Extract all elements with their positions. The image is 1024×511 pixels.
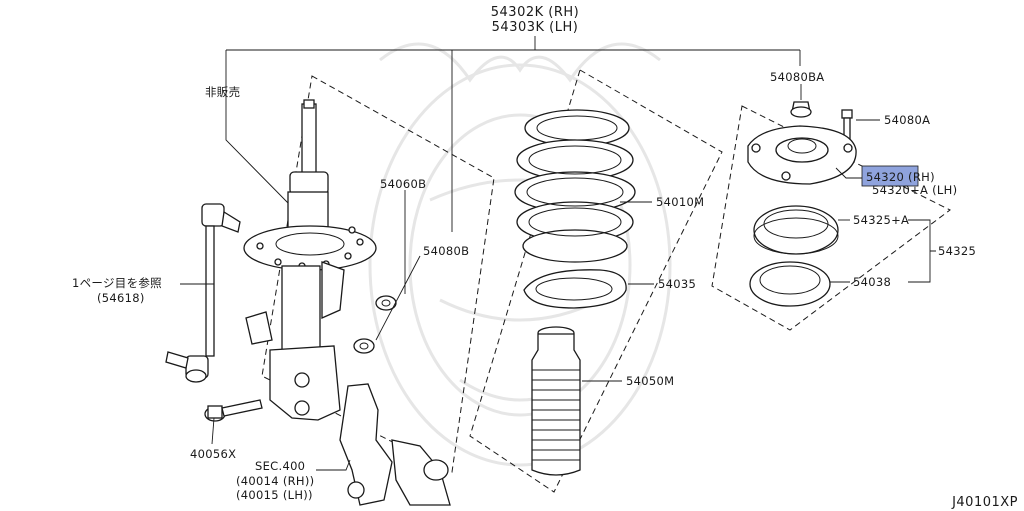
strut-assembly <box>243 99 377 421</box>
not-sold-label: 非販売 <box>205 85 240 99</box>
mount-nut-label: 54080BA <box>770 70 824 84</box>
leader-lines <box>180 84 936 471</box>
strut-lower-body <box>281 265 321 357</box>
stabilizer-link-ref-label: 1ページ目を参照 <box>72 276 162 290</box>
strut-mount <box>747 125 857 185</box>
coil-spring-label: 54010M <box>656 195 704 209</box>
strut-mount-lh-label: 54320+A (LH) <box>872 183 957 197</box>
mount-bearing <box>753 205 839 255</box>
mount-bolt-label: 54080A <box>884 113 930 127</box>
bearing-seat-label: 54038 <box>853 275 891 289</box>
section-ref-label: SEC.400 <box>255 459 305 473</box>
spring-group-outline <box>469 69 723 493</box>
section-ref-lh: (40015 (LH)) <box>236 488 313 502</box>
strut-assembly-label-lh: 54303K (LH) <box>492 20 579 35</box>
strut-group-outline <box>261 75 495 473</box>
stabilizer-nut-label: 54060B <box>380 177 426 191</box>
dust-cover <box>289 171 329 195</box>
bolt-40056x <box>204 399 263 422</box>
spring-seat-label: 54035 <box>658 277 696 291</box>
hose-bracket <box>245 311 273 345</box>
bearing-label: 54325+A <box>853 213 909 227</box>
strut-assembly-callout: 54302K (RH) 54303K (LH) <box>225 5 801 232</box>
bearing-seat <box>749 261 831 307</box>
strut-nut-label: 54080B <box>423 244 469 258</box>
stabilizer-bracket <box>321 261 345 320</box>
bearing-kit-label: 54325 <box>938 244 976 258</box>
stabilizer-link <box>165 203 241 383</box>
bound-bumper-boot <box>531 326 581 476</box>
not-sold-leader <box>225 112 291 206</box>
section-ref-rh: (40014 (RH)) <box>236 474 314 488</box>
steering-knuckle <box>339 383 451 506</box>
diagram-code: J40101XP <box>951 495 1018 510</box>
watermark-emblem <box>368 42 672 467</box>
mount-nut-54080ba <box>790 101 812 118</box>
spring-seat-insulator <box>523 269 627 309</box>
strut-mount-part-label: 54320 (RH) <box>866 170 935 184</box>
stabilizer-link-ref-part: (54618) <box>97 291 145 305</box>
selected-part-highlight <box>861 165 919 187</box>
nut-54080b <box>353 338 375 354</box>
strut-assembly-label-rh: 54302K (RH) <box>491 5 579 20</box>
bolt-label: 40056X <box>190 447 236 461</box>
nut-54060b <box>375 295 397 311</box>
coil-spring <box>514 109 636 263</box>
bound-bumper-label: 54050M <box>626 374 674 388</box>
